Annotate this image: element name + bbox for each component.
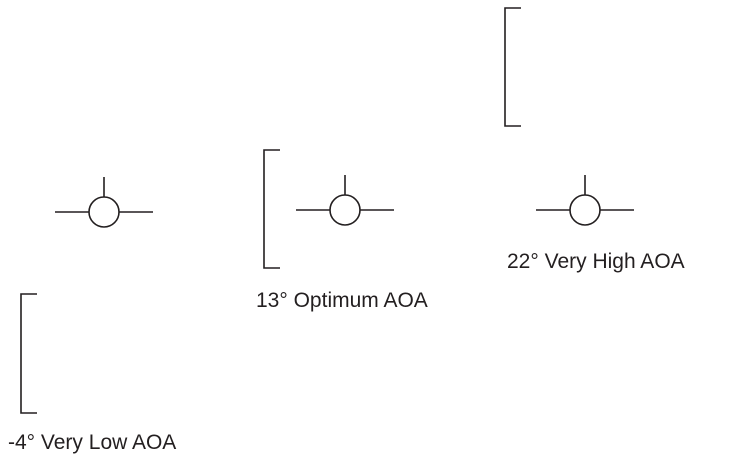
aoa-bracket — [263, 149, 280, 269]
aoa-panel-very-low: -4° Very Low AOA — [8, 177, 176, 454]
aoa-label: -4° Very Low AOA — [8, 431, 176, 454]
velocity-vector-symbol — [536, 175, 634, 226]
aoa-label: 22° Very High AOA — [507, 250, 685, 273]
aoa-label: 13° Optimum AOA — [256, 289, 428, 312]
aoa-bracket — [20, 293, 37, 414]
aoa-panel-optimum: 13° Optimum AOA — [256, 149, 428, 312]
velocity-vector-symbol — [296, 175, 394, 226]
velocity-vector-symbol — [55, 177, 153, 228]
aoa-panel-very-high: 22° Very High AOA — [504, 7, 685, 273]
aoa-bracket — [504, 7, 521, 127]
